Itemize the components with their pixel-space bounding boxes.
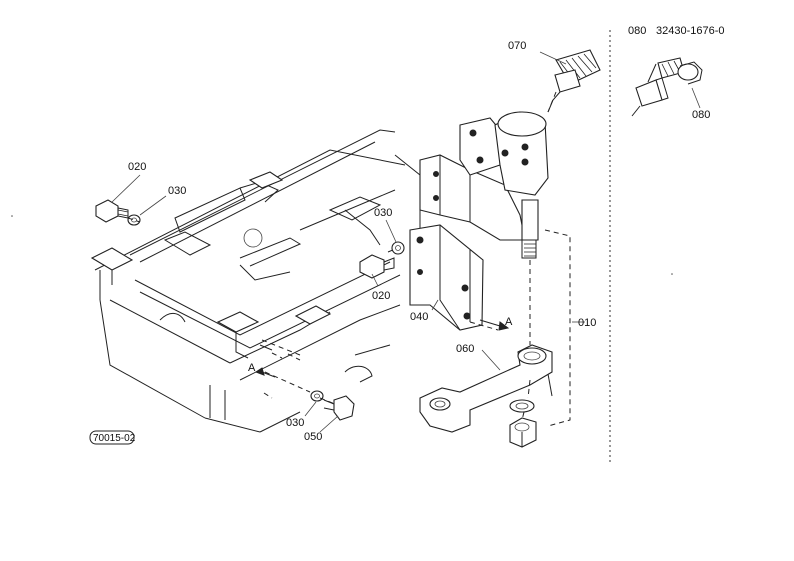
chassis-frame bbox=[90, 129, 421, 433]
callout-040: 040 bbox=[410, 311, 428, 323]
washer-030-left bbox=[127, 214, 141, 226]
castle-nut bbox=[509, 417, 537, 448]
figure-code-box: 70015-02 bbox=[89, 430, 136, 445]
pitman-arm-060 bbox=[419, 344, 553, 433]
detail-inset-shaft bbox=[631, 57, 685, 117]
view-arrow-right: A bbox=[479, 316, 513, 331]
stray-mark bbox=[671, 273, 673, 275]
bolt-050 bbox=[323, 395, 355, 421]
view-marker-a-right: A bbox=[505, 316, 513, 328]
callout-020-left: 020 bbox=[128, 161, 146, 173]
callout-030-mid: 030 bbox=[374, 207, 392, 219]
bracket-040 bbox=[409, 224, 484, 331]
callout-050: 050 bbox=[304, 431, 322, 443]
view-marker-a-left: A bbox=[248, 362, 256, 374]
lock-washer bbox=[509, 399, 535, 413]
leader-lines bbox=[111, 51, 585, 433]
callout-030-bottom: 030 bbox=[286, 417, 304, 429]
bolt-020-left bbox=[95, 199, 129, 223]
steering-gearbox bbox=[419, 111, 549, 259]
callout-010: 010 bbox=[578, 317, 596, 329]
callout-020-mid: 020 bbox=[372, 290, 390, 302]
input-shaft-070 bbox=[547, 49, 601, 113]
stray-mark bbox=[11, 215, 13, 217]
callout-080: 080 bbox=[692, 109, 710, 121]
figure-code: 70015-02 bbox=[93, 433, 136, 444]
bolt-020-mid bbox=[359, 254, 395, 279]
inset-part-number: 32430-1676-0 bbox=[656, 25, 725, 37]
callout-030-left: 030 bbox=[168, 185, 186, 197]
view-arrow-left: A bbox=[248, 362, 276, 378]
washer-030-bottom bbox=[310, 390, 324, 402]
detail-inset-bushing-080 bbox=[677, 61, 703, 109]
callout-070: 070 bbox=[508, 40, 526, 52]
washer-030-mid bbox=[391, 241, 405, 255]
assembly-lines bbox=[127, 91, 571, 427]
inset-ref-number: 080 bbox=[628, 25, 646, 37]
callout-060: 060 bbox=[456, 343, 474, 355]
